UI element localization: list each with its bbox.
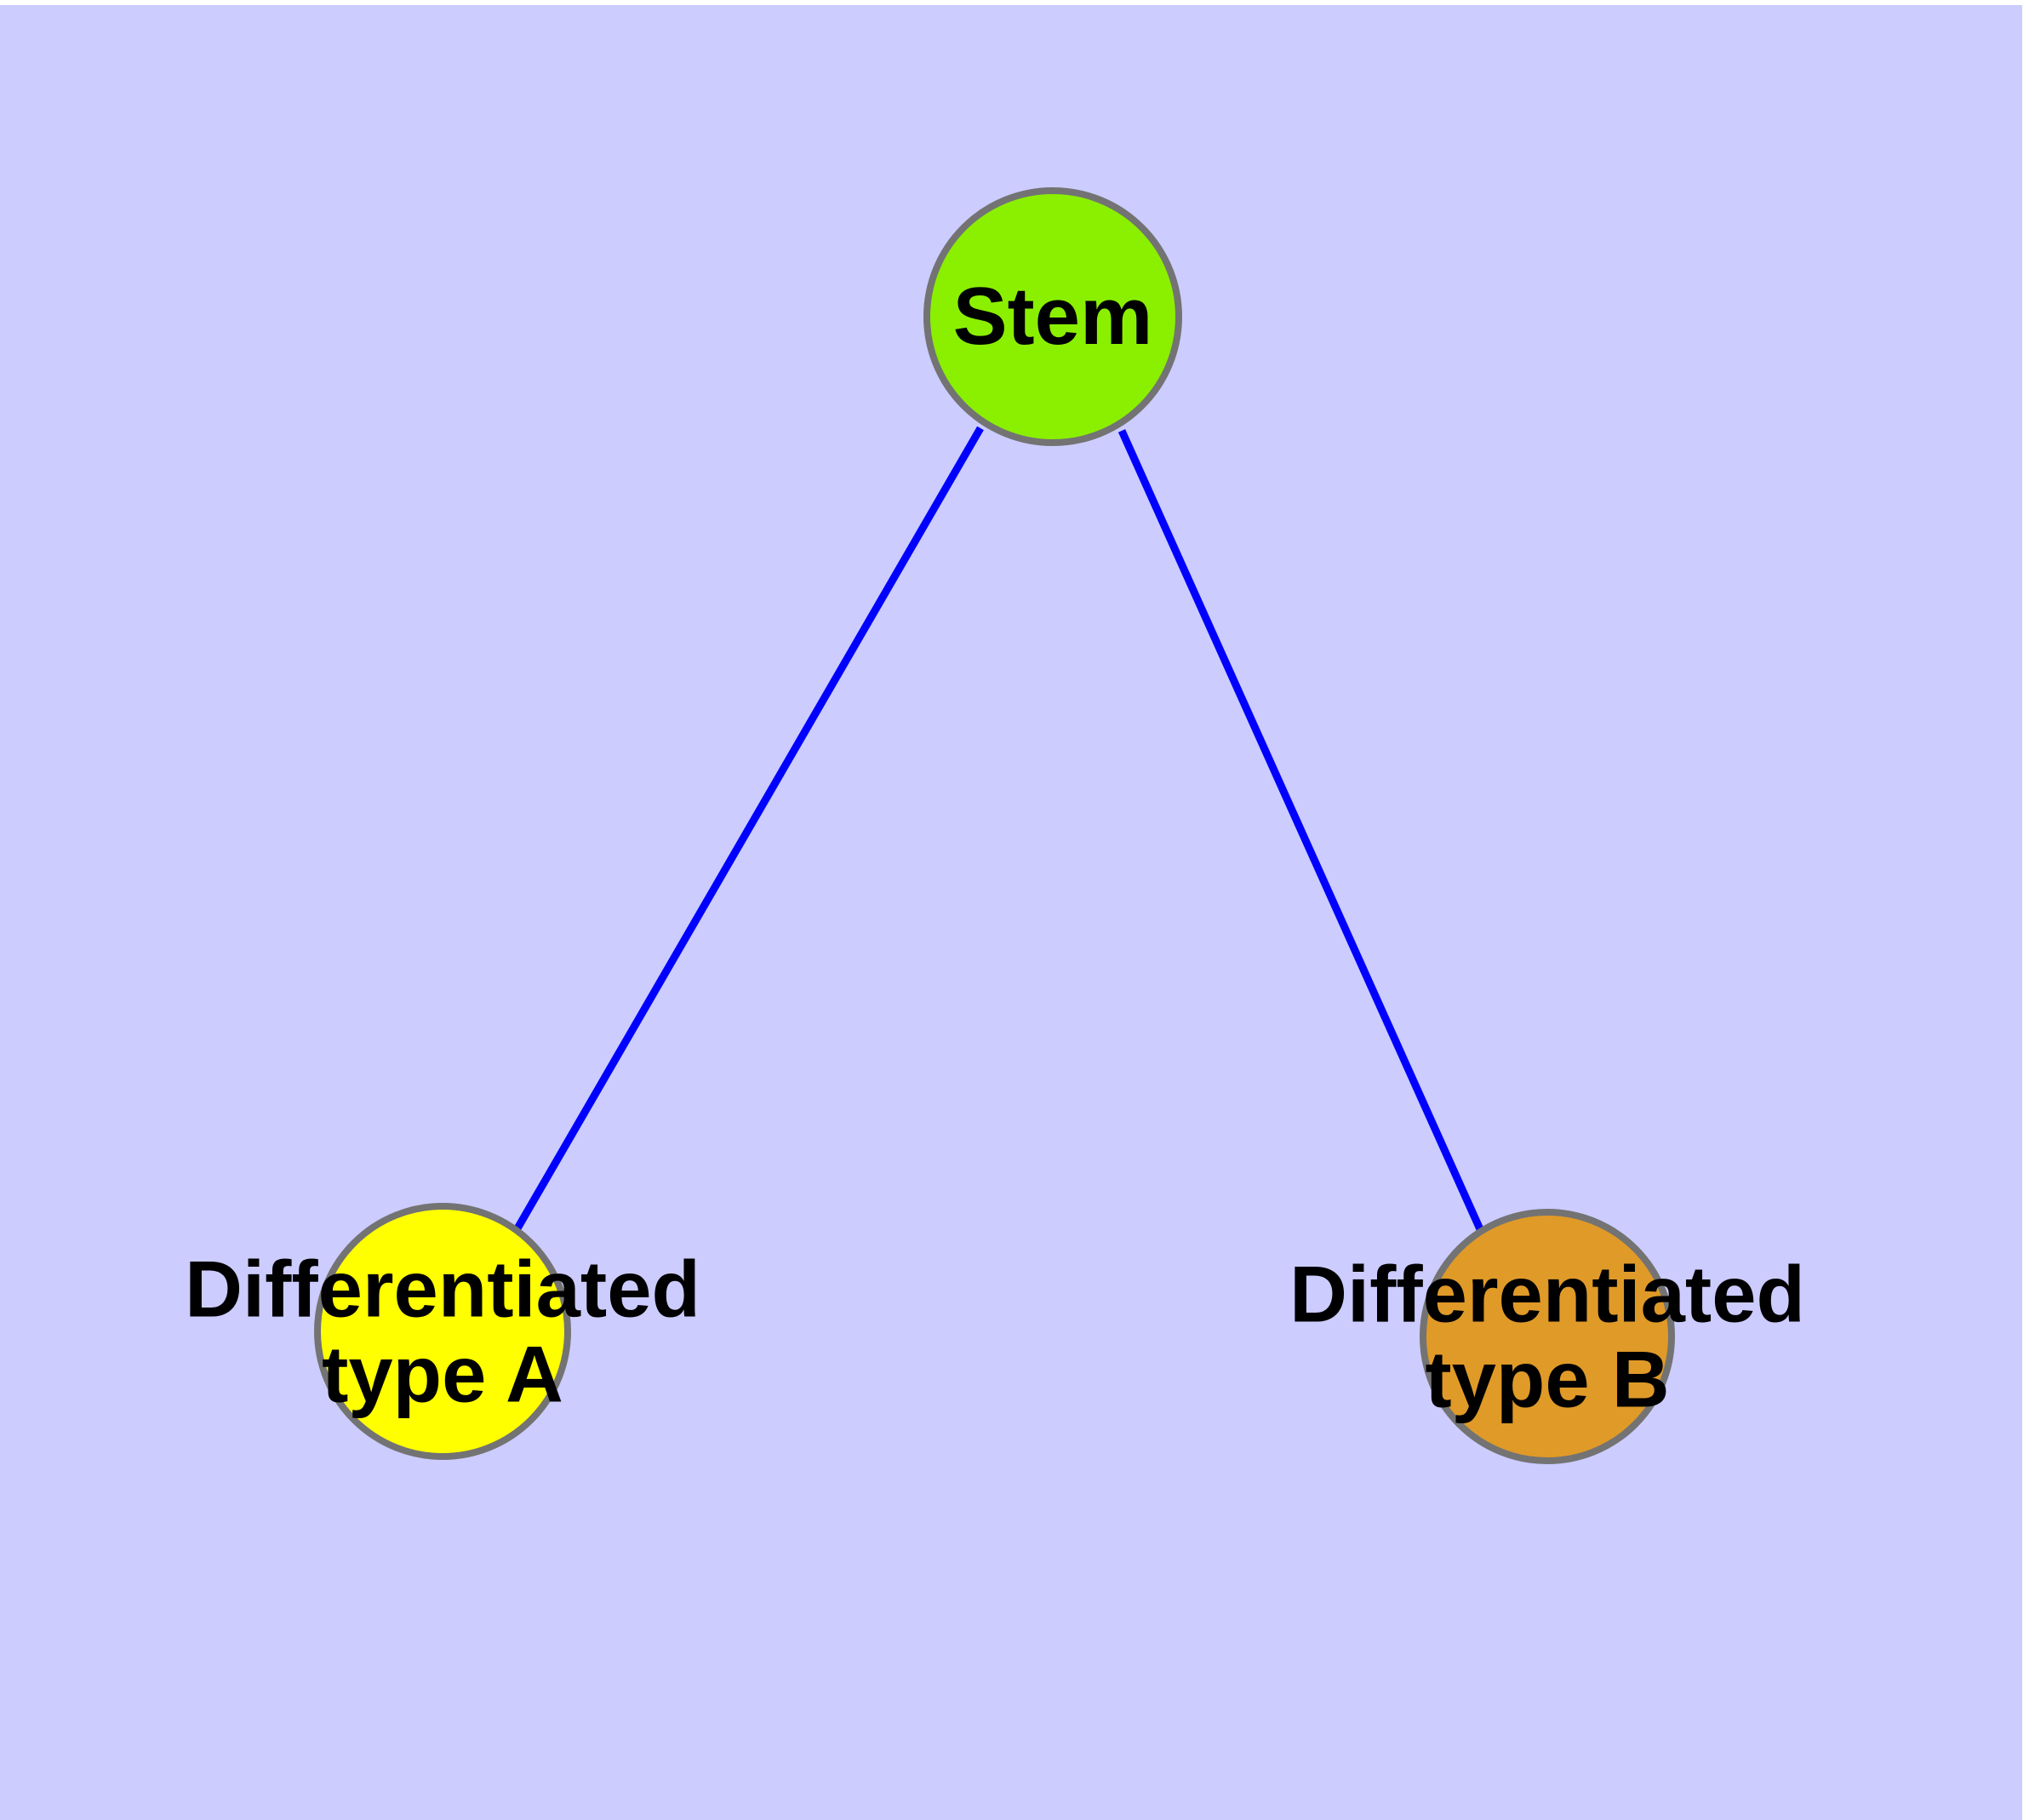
- node-layer: [314, 187, 1675, 1464]
- diagram-plot-area: Stem Differentiated type A Differentiate…: [0, 5, 2022, 1820]
- edge-stem-to-differentiated-type-a[interactable]: [511, 426, 984, 1237]
- graph-svg: [314, 187, 1675, 1464]
- node-circle-differentiated-type-a[interactable]: [314, 1203, 571, 1460]
- node-circle-stem[interactable]: [923, 187, 1182, 446]
- node-circle-differentiated-type-b[interactable]: [1420, 1209, 1675, 1464]
- edge-stem-to-differentiated-type-b[interactable]: [1117, 429, 1484, 1231]
- edge-layer: [511, 426, 1484, 1237]
